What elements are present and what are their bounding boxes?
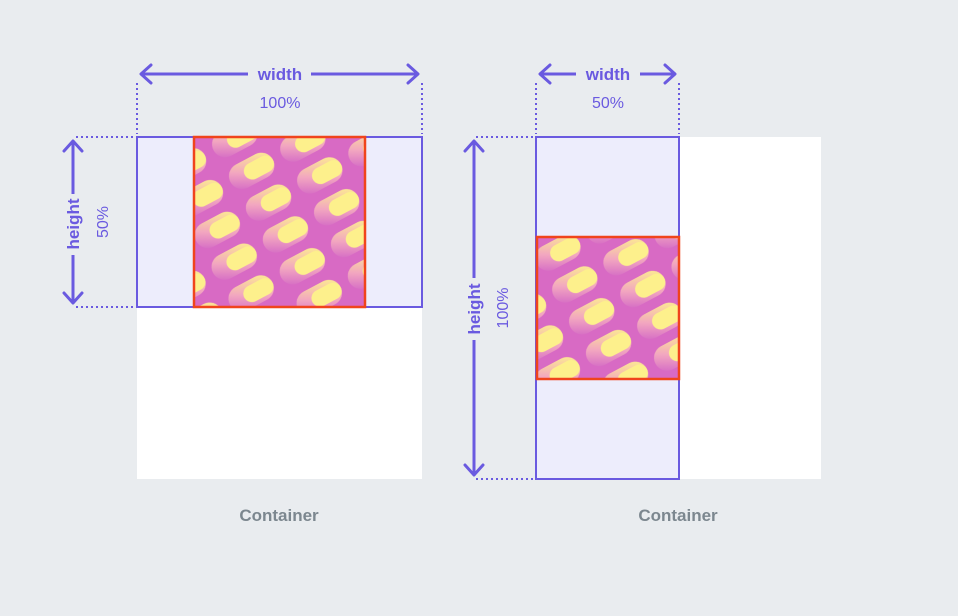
right-height-label: height — [465, 283, 484, 334]
right-example: width 50% height 100% Container — [463, 63, 821, 525]
right-height-arrow-down-icon — [463, 463, 485, 477]
left-height-label: height — [64, 198, 83, 249]
left-height-value: 50% — [95, 206, 112, 238]
left-width-arrow-right-icon — [406, 63, 420, 85]
right-width-label: width — [585, 65, 630, 84]
left-width-label: width — [257, 65, 302, 84]
left-width-arrow-left-icon — [139, 63, 153, 85]
left-container-caption: Container — [239, 506, 319, 525]
left-height-arrow-up-icon — [62, 139, 84, 153]
right-width-value: 50% — [592, 95, 624, 112]
right-image — [537, 237, 679, 379]
right-width-arrow-right-icon — [663, 63, 677, 85]
left-example: width 100% height 50% Container — [62, 63, 423, 525]
left-image — [194, 137, 365, 307]
right-height-value: 100% — [495, 288, 512, 329]
left-image-border — [192, 135, 367, 309]
right-height-arrow-up-icon — [463, 139, 485, 153]
right-image-border — [535, 235, 681, 381]
right-width-arrow-left-icon — [538, 63, 552, 85]
left-width-value: 100% — [260, 95, 301, 112]
left-height-arrow-down-icon — [62, 291, 84, 305]
right-container-caption: Container — [638, 506, 718, 525]
